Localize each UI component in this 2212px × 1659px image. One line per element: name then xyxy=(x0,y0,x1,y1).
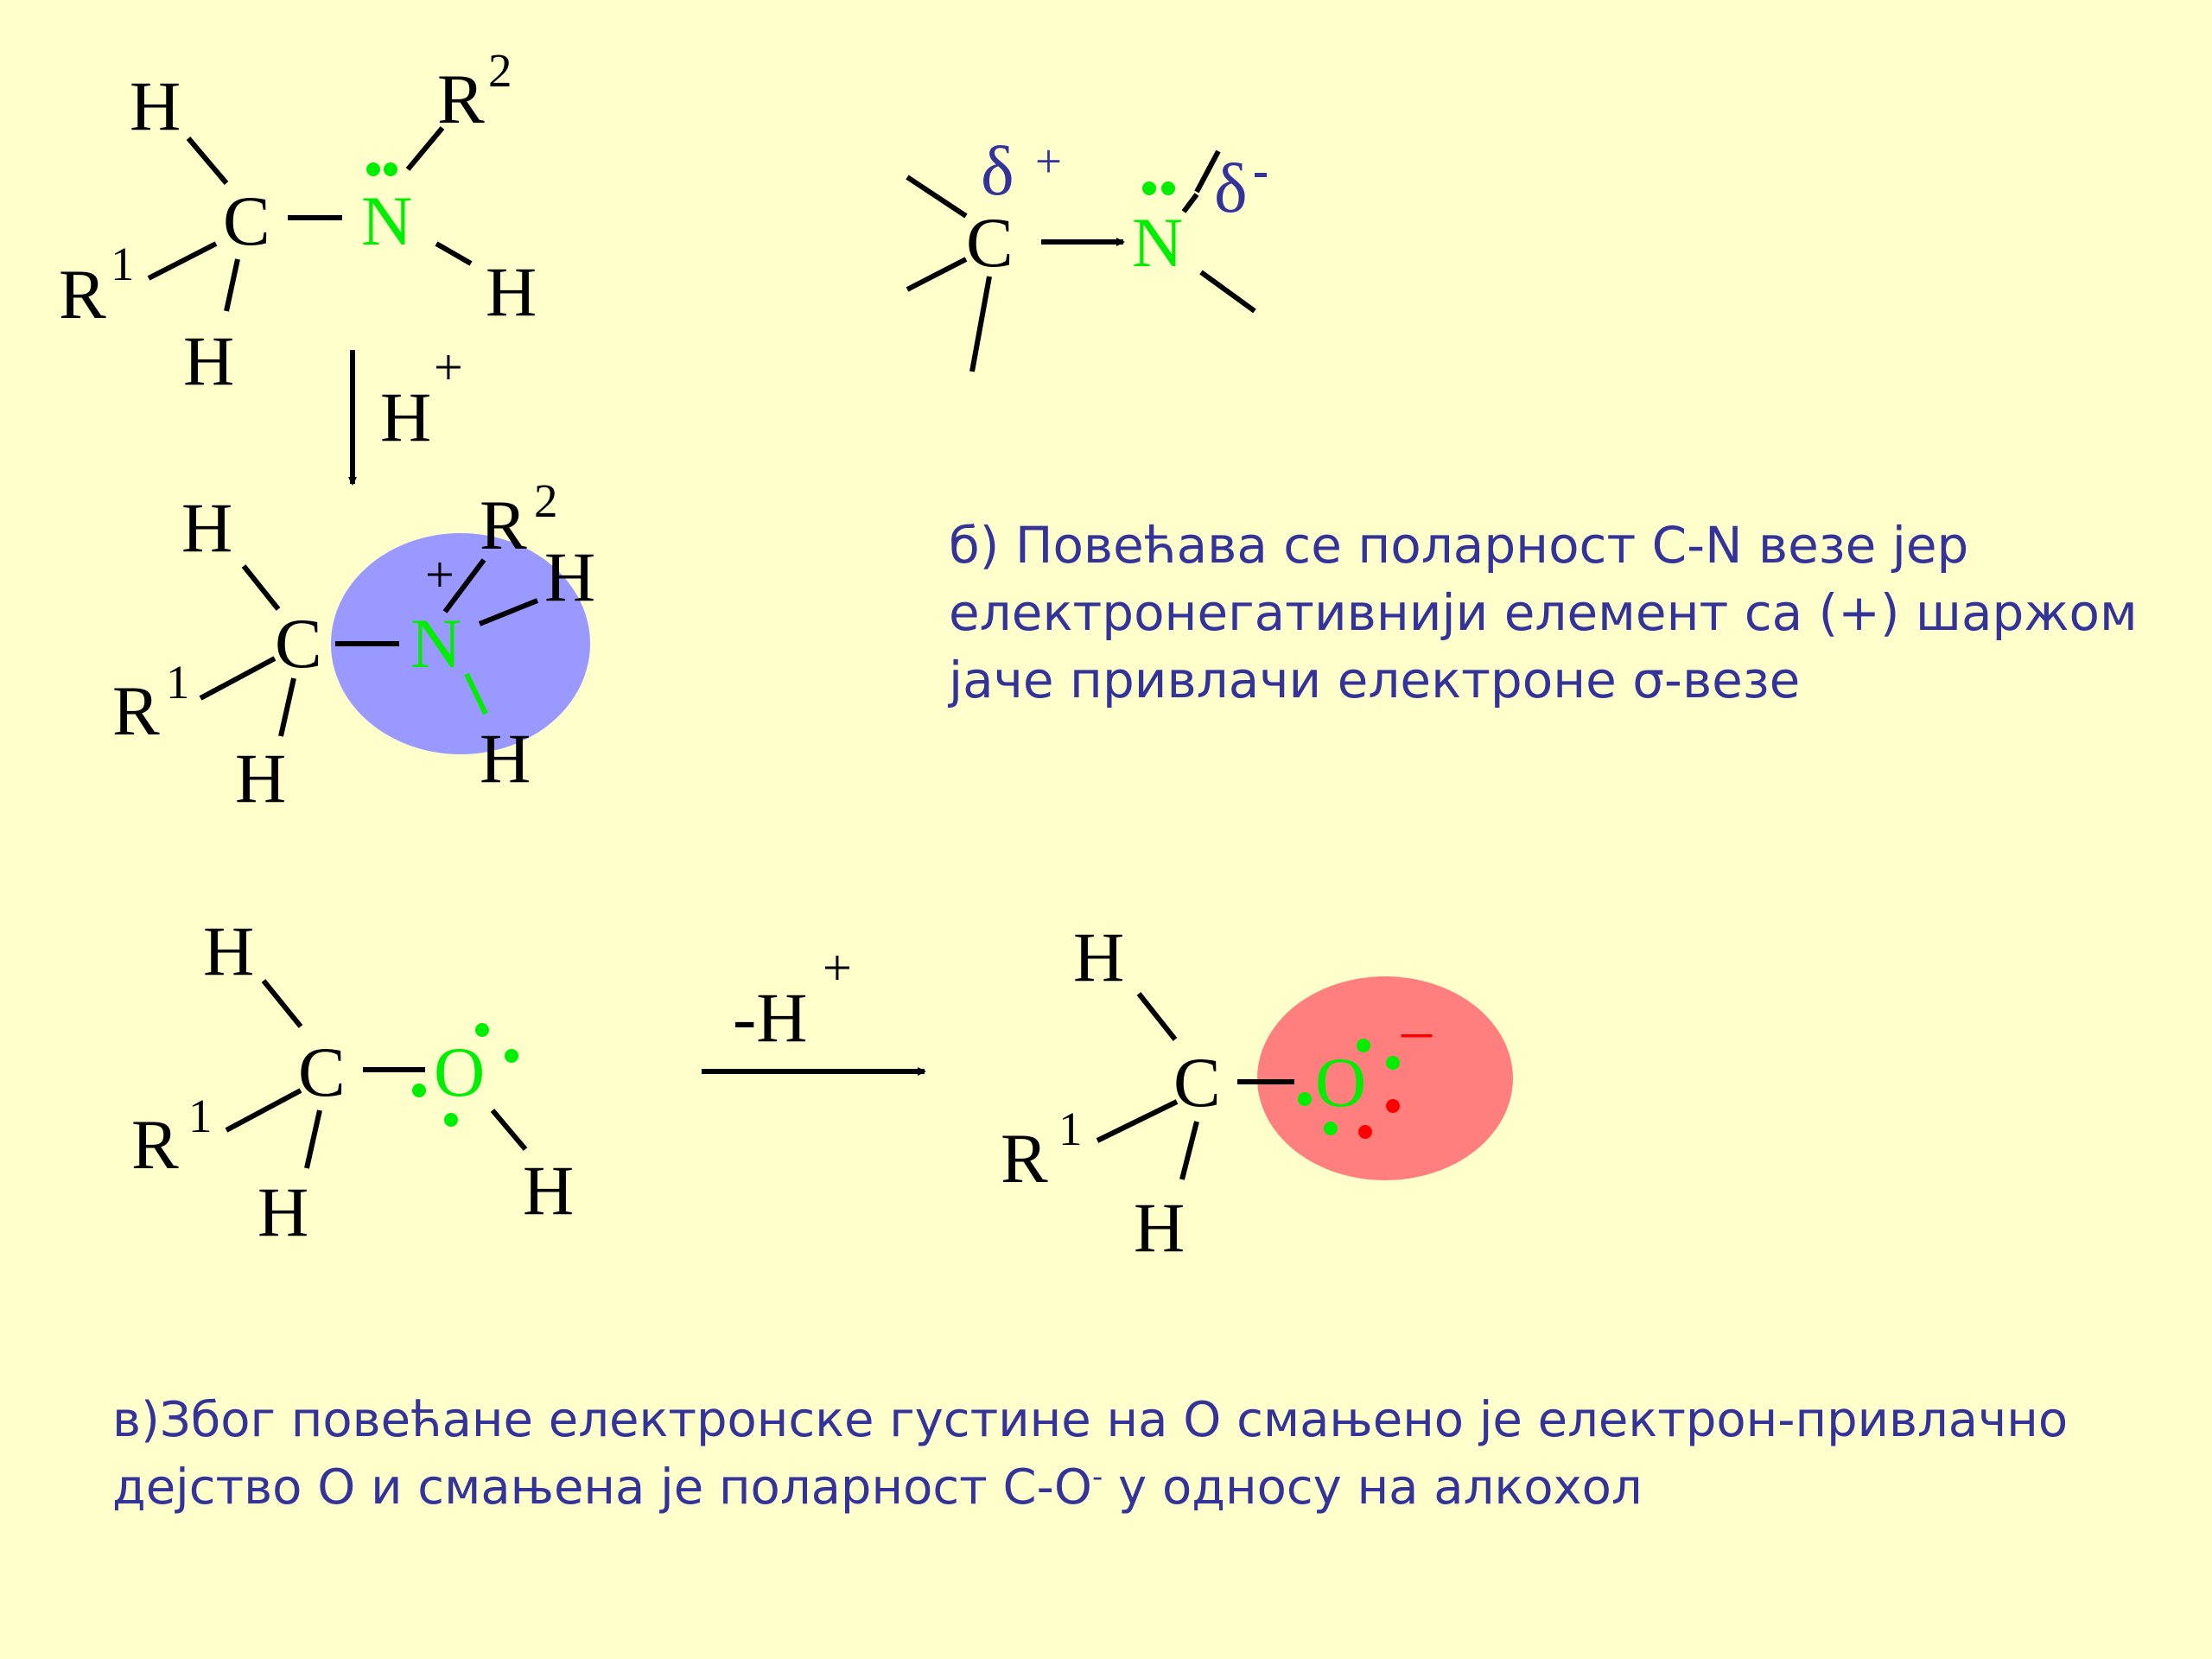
alcohol-carbon: C xyxy=(298,1033,346,1111)
alcohol-r1: R xyxy=(131,1105,179,1184)
alkoxide-r1: R xyxy=(1001,1119,1048,1198)
alkoxide-carbon: C xyxy=(1173,1043,1221,1122)
alcohol-lone-pair-dot xyxy=(412,1084,426,1097)
ammonium-r2-superscript: 2 xyxy=(534,474,558,527)
alcohol-lone-pair-dot xyxy=(505,1049,518,1063)
alkoxide-h-top: H xyxy=(1073,918,1124,996)
amine-r1: R xyxy=(59,255,106,334)
amine-h-bottom: H xyxy=(183,321,234,400)
ammonium-r2: R xyxy=(480,486,527,564)
alcohol-lone-pair-dot xyxy=(475,1023,489,1037)
alcohol-h-top: H xyxy=(203,912,254,990)
caption-b-line: б) Повећава се поларност С-N везе јер xyxy=(949,516,1969,575)
ammonium-h-lower-right: H xyxy=(480,719,531,798)
delta-plus-sign: + xyxy=(1035,135,1062,188)
amine-nitrogen: N xyxy=(361,181,412,260)
alkoxide-extra-electron-dot xyxy=(1386,1099,1400,1113)
polarized-lone-pair-dot xyxy=(1161,181,1175,195)
alcohol-r1-superscript: 1 xyxy=(188,1090,213,1142)
ammonium-nitrogen: N xyxy=(410,604,461,683)
deprotonation-plus: + xyxy=(823,939,852,996)
ammonium-r1: R xyxy=(112,671,160,750)
polarized-carbon: C xyxy=(966,203,1014,282)
alkoxide-negative-charge: – xyxy=(1401,997,1433,1064)
alkoxide-lone-pair-dot xyxy=(1324,1122,1338,1135)
alkoxide-r1-superscript: 1 xyxy=(1058,1103,1083,1155)
alcohol-molecule xyxy=(225,979,528,1169)
caption-c-line: дејство О и смањена је поларност С-О- у … xyxy=(112,1454,2068,1522)
caption-c-text: у односу на алкохол xyxy=(1103,1459,1643,1516)
amine-carbon: C xyxy=(223,181,270,260)
amine-molecule xyxy=(147,126,473,312)
alcohol-lone-pair-dot xyxy=(444,1113,458,1127)
alkoxide-lone-pair-dot xyxy=(1298,1092,1312,1106)
ammonium-h-upper-right: H xyxy=(544,537,595,616)
alkoxide-lone-pair-dot xyxy=(1386,1056,1400,1070)
alkoxide-oxygen: O xyxy=(1315,1043,1366,1122)
amine-r1-superscript: 1 xyxy=(111,238,135,290)
caption-b: б) Повећава се поларност С-N везе јер ел… xyxy=(949,512,2138,714)
caption-b-line: електронегативнији елемент са (+) шаржом xyxy=(949,583,2138,642)
caption-c-text: дејство О и смањена је поларност С-О xyxy=(112,1459,1092,1516)
amine-r2-superscript: 2 xyxy=(488,44,512,97)
protonation-h: H xyxy=(380,378,431,456)
alkoxide-h-bottom: H xyxy=(1134,1188,1185,1267)
delta-plus-symbol: δ xyxy=(981,131,1014,210)
caption-c-superscript: - xyxy=(1091,1459,1103,1495)
alkoxide-charge-highlight xyxy=(1257,976,1513,1180)
ammonium-h-bottom: H xyxy=(235,739,286,817)
ammonium-h-top: H xyxy=(181,488,232,567)
alcohol-h-right: H xyxy=(523,1151,574,1230)
delta-minus-symbol: δ xyxy=(1214,149,1248,227)
caption-b-line: јаче привлачи електроне σ-везе xyxy=(949,651,1801,709)
amine-lone-pair-dot xyxy=(366,162,380,176)
amine-h-top: H xyxy=(130,67,181,145)
alkoxide-molecule xyxy=(1096,992,1294,1180)
amine-h-right: H xyxy=(486,252,537,331)
protonation-plus: + xyxy=(434,339,463,396)
amine-r2: R xyxy=(437,60,485,138)
caption-c: в)Због повећане електронске густине на О… xyxy=(112,1387,2068,1522)
alcohol-h-bottom: H xyxy=(257,1173,308,1251)
ammonium-molecule xyxy=(199,558,539,737)
polarized-cn-fragment xyxy=(906,149,1256,372)
polarized-nitrogen: N xyxy=(1132,203,1183,282)
ammonium-r1-superscript: 1 xyxy=(166,656,190,709)
ammonium-carbon: C xyxy=(275,604,322,683)
caption-c-line: в)Због повећане електронске густине на О… xyxy=(112,1392,2069,1448)
alcohol-oxygen: O xyxy=(434,1033,485,1111)
alkoxide-extra-electron-dot xyxy=(1358,1125,1372,1139)
deprotonation-label: -H xyxy=(733,978,808,1057)
delta-minus-sign xyxy=(1255,173,1267,177)
polarized-lone-pair-dot xyxy=(1142,181,1156,195)
alkoxide-lone-pair-dot xyxy=(1357,1039,1370,1052)
ammonium-positive-charge: + xyxy=(425,546,454,603)
amine-lone-pair-dot xyxy=(384,162,397,176)
ammonium-charge-highlight xyxy=(331,533,590,754)
ammonium-n-h-bond xyxy=(464,672,488,715)
